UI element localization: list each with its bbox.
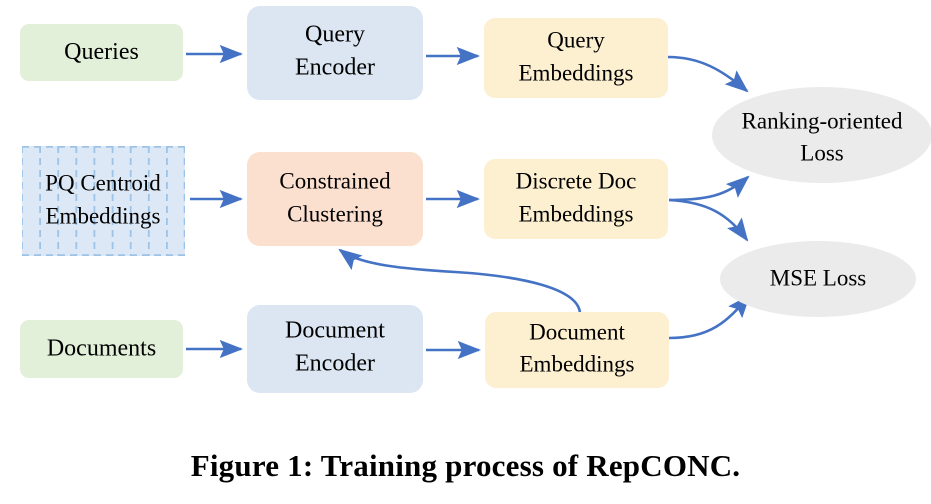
figure-caption: Figure 1: Training process of RepCONC. xyxy=(190,448,741,483)
node-ranking-oriented-loss-label-line2: Loss xyxy=(800,140,844,165)
node-constrained-clustering-label-line1: Constrained xyxy=(279,168,391,193)
node-pq-centroid-label-line1: PQ Centroid xyxy=(45,170,161,195)
node-pq-centroid-embeddings[interactable]: PQ Centroid Embeddings xyxy=(22,146,185,256)
pq-centroid-column-dividers xyxy=(22,146,185,256)
node-queries[interactable]: Queries xyxy=(20,24,183,81)
node-document-encoder-label-line2: Encoder xyxy=(295,351,375,377)
node-document-encoder[interactable]: Document Encoder xyxy=(247,305,423,393)
node-document-encoder-shape xyxy=(247,305,423,393)
node-documents-label: Documents xyxy=(47,336,156,362)
edge-query-emb-to-ranking-loss xyxy=(667,55,749,93)
node-documents-shape xyxy=(20,320,183,378)
node-query-embeddings-label-line2: Embeddings xyxy=(519,60,634,85)
node-constrained-clustering-label-line2: Clustering xyxy=(287,201,383,226)
edges-layer xyxy=(186,44,751,360)
node-pq-centroid-label-line2: Embeddings xyxy=(46,203,161,228)
node-query-encoder[interactable]: Query Encoder xyxy=(247,6,423,100)
node-mse-loss[interactable]: MSE Loss xyxy=(720,241,916,317)
node-constrained-clustering[interactable]: Constrained Clustering xyxy=(247,152,423,246)
node-pq-centroid-shape xyxy=(22,146,185,256)
node-document-embeddings-shape xyxy=(485,312,669,388)
node-query-encoder-label-line2: Encoder xyxy=(295,55,375,81)
node-discrete-doc-embeddings-label-line2: Embeddings xyxy=(519,201,634,226)
node-query-encoder-label-line1: Query xyxy=(305,22,365,48)
node-mse-loss-shape xyxy=(720,241,916,317)
edge-doc-emb-to-mse-loss xyxy=(668,294,751,340)
node-discrete-doc-embeddings-shape xyxy=(484,159,668,239)
node-mse-loss-label: MSE Loss xyxy=(770,265,867,290)
node-document-embeddings[interactable]: Document Embeddings xyxy=(485,312,669,388)
node-query-embeddings[interactable]: Query Embeddings xyxy=(484,18,668,98)
node-documents[interactable]: Documents xyxy=(20,320,183,378)
node-ranking-oriented-loss-label-line1: Ranking-oriented xyxy=(742,108,903,133)
node-discrete-doc-embeddings[interactable]: Discrete Doc Embeddings xyxy=(484,159,668,239)
node-queries-shape xyxy=(20,24,183,81)
node-discrete-doc-embeddings-label-line1: Discrete Doc xyxy=(516,168,637,193)
node-ranking-oriented-loss[interactable]: Ranking-oriented Loss xyxy=(712,87,931,183)
node-constrained-clustering-shape xyxy=(247,152,423,246)
node-queries-label: Queries xyxy=(64,39,139,65)
node-document-encoder-label-line1: Document xyxy=(285,318,385,344)
node-query-embeddings-shape xyxy=(484,18,668,98)
edge-doc-emb-to-constrained-feedback xyxy=(338,248,582,314)
node-ranking-oriented-loss-shape xyxy=(712,87,931,183)
node-document-embeddings-label-line2: Embeddings xyxy=(520,351,635,376)
edge-discrete-doc-to-ranking-loss xyxy=(668,175,750,202)
node-query-encoder-shape xyxy=(247,6,423,100)
edge-discrete-doc-to-mse-loss xyxy=(668,198,749,242)
node-document-embeddings-label-line1: Document xyxy=(529,319,625,344)
node-query-embeddings-label-line1: Query xyxy=(547,27,605,52)
